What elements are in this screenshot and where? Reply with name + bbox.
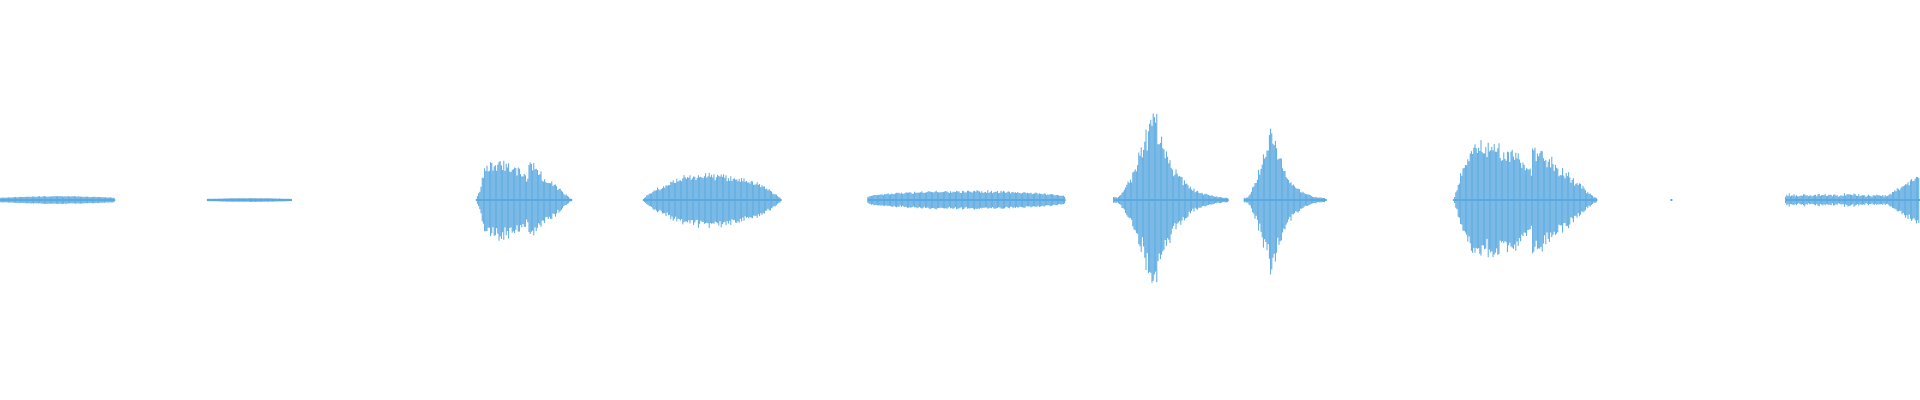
waveform-segment-burst-6: [1113, 113, 1229, 283]
waveform-segment-burst-7: [1243, 128, 1326, 275]
waveform-segment-burst-8: [1452, 140, 1597, 258]
waveform-blip-4: [1670, 199, 1673, 201]
waveform-blip-2: [1296, 199, 1298, 201]
waveform-blip-3: [1324, 199, 1327, 201]
waveform-segments: [0, 113, 1920, 283]
waveform-blip-1: [1175, 199, 1177, 201]
